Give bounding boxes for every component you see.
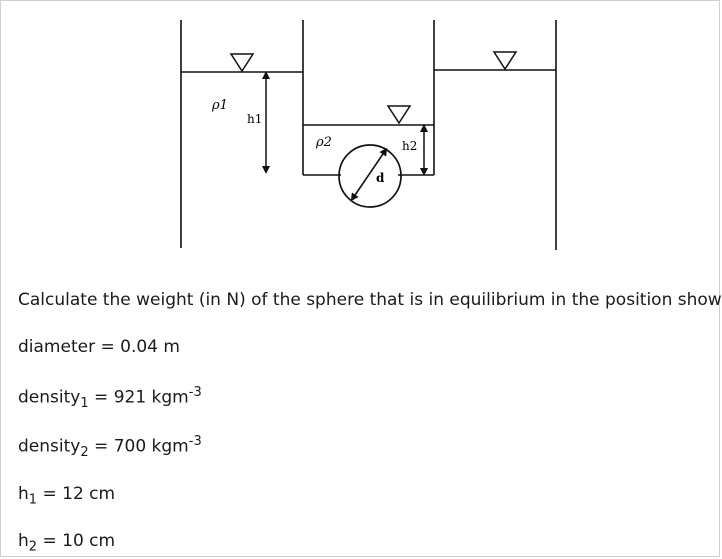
density2-label: density: [18, 436, 81, 457]
diameter-arrow: [350, 147, 388, 202]
diameter-label: diameter: [18, 337, 96, 357]
h2-subscript: 2: [28, 539, 38, 555]
question-text: Calculate the weight (in N) of the spher…: [18, 290, 722, 310]
density1-subscript: 1: [80, 396, 89, 412]
density1-line: density1 = 921 kgm-3: [18, 385, 202, 412]
h2-value: 10 cm: [62, 531, 116, 551]
h1-subscript: 1: [28, 492, 38, 508]
h1-text-label: h: [18, 484, 29, 504]
sphere: [338, 144, 402, 208]
right-surface-triangle-icon: [492, 51, 518, 71]
density1-exponent: -3: [188, 385, 202, 400]
middle-surface-triangle-icon: [386, 105, 412, 125]
density2-exponent: -3: [188, 434, 202, 449]
left-tank: [180, 20, 304, 248]
rho1-label: ρ1: [211, 98, 228, 113]
diameter-line: diameter = 0.04 m: [18, 337, 180, 357]
density2-subscript: 2: [80, 445, 89, 461]
h2-line: h2 = 10 cm: [18, 531, 116, 555]
right-tank: [433, 20, 557, 250]
h1-line: h1 = 12 cm: [18, 484, 116, 508]
h2-text-label: h: [18, 531, 29, 551]
tank-diagram: ρ1 h1 ρ2 h2 d: [180, 20, 557, 250]
h2-label: h2: [402, 139, 417, 153]
h1-label: h1: [247, 112, 262, 126]
density1-value: 921 kgm: [113, 387, 189, 408]
left-surface-triangle-icon: [229, 53, 255, 73]
rho2-label: ρ2: [315, 135, 332, 150]
density1-label: density: [18, 387, 81, 408]
h1-value: 12 cm: [62, 484, 116, 504]
density2-value: 700 kgm: [113, 436, 189, 457]
diameter-value: 0.04 m: [120, 337, 180, 357]
d-label: d: [376, 171, 385, 185]
density2-line: density2 = 700 kgm-3: [18, 434, 202, 461]
